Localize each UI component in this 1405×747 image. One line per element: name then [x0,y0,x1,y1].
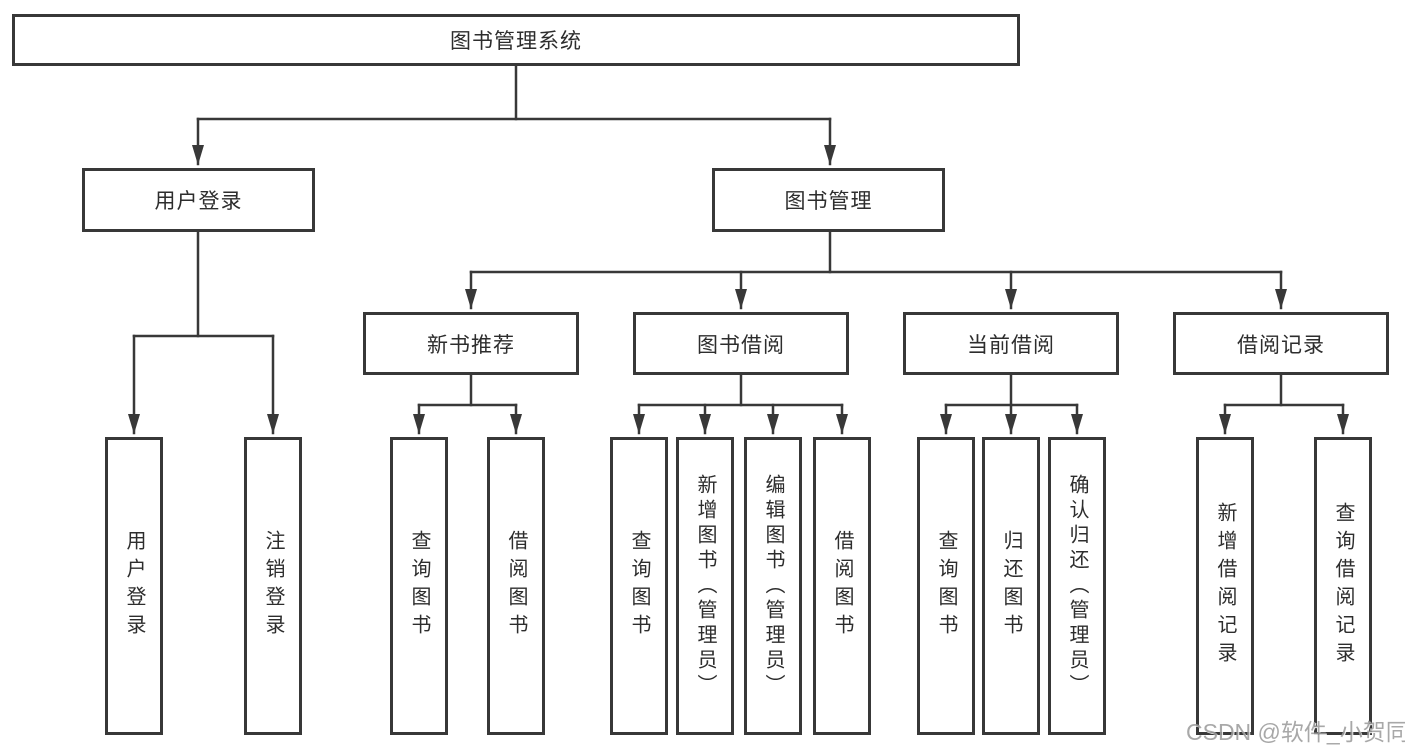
leaf-confirm-return-admin-label: 确认归还（管理员） [1066,473,1088,699]
leaf-current-query-books: 查询图书 [917,437,975,735]
watermark: CSDN @软件_小贺同学 [1186,719,1405,745]
leaf-add-borrow-record: 新增借阅记录 [1196,437,1254,735]
node-book-management: 图书管理 [712,168,945,232]
leaf-add-book-admin: 新增图书（管理员） [676,437,734,735]
leaf-confirm-return-admin: 确认归还（管理员） [1048,437,1106,735]
leaf-query-borrow-record: 查询借阅记录 [1314,437,1372,735]
node-root-label: 图书管理系统 [450,30,582,53]
leaf-user-login-label: 用户登录 [123,530,145,642]
leaf-return-book-label: 归还图书 [1000,530,1022,642]
leaf-logout: 注销登录 [244,437,302,735]
node-current-borrow: 当前借阅 [903,312,1119,375]
node-book-borrow-label: 图书借阅 [697,333,785,357]
leaf-edit-book-admin-label: 编辑图书（管理员） [762,473,784,699]
node-new-book-recommend: 新书推荐 [363,312,579,375]
leaf-logout-label: 注销登录 [262,530,284,642]
leaf-current-query-books-label: 查询图书 [935,530,957,642]
node-new-book-recommend-label: 新书推荐 [427,333,515,357]
leaf-edit-book-admin: 编辑图书（管理员） [744,437,802,735]
leaf-recommend-query-books-label: 查询图书 [408,530,430,642]
node-borrow-records-label: 借阅记录 [1237,333,1325,357]
node-book-borrow: 图书借阅 [633,312,849,375]
leaf-add-borrow-record-label: 新增借阅记录 [1214,502,1236,670]
leaf-borrow-query-books: 查询图书 [610,437,668,735]
node-root: 图书管理系统 [12,14,1020,66]
leaf-recommend-borrow-books-label: 借阅图书 [505,530,527,642]
leaf-borrow-books-label: 借阅图书 [831,530,853,642]
leaf-borrow-books: 借阅图书 [813,437,871,735]
node-user-login-branch-label: 用户登录 [154,190,243,213]
node-borrow-records: 借阅记录 [1173,312,1389,375]
leaf-borrow-query-books-label: 查询图书 [628,530,650,642]
node-user-login-branch: 用户登录 [82,168,315,232]
node-book-management-label: 图书管理 [784,190,873,213]
leaf-add-book-admin-label: 新增图书（管理员） [694,473,716,699]
leaf-return-book: 归还图书 [982,437,1040,735]
leaf-user-login: 用户登录 [105,437,163,735]
leaf-query-borrow-record-label: 查询借阅记录 [1332,502,1354,670]
leaf-recommend-query-books: 查询图书 [390,437,448,735]
leaf-recommend-borrow-books: 借阅图书 [487,437,545,735]
node-current-borrow-label: 当前借阅 [967,333,1055,357]
